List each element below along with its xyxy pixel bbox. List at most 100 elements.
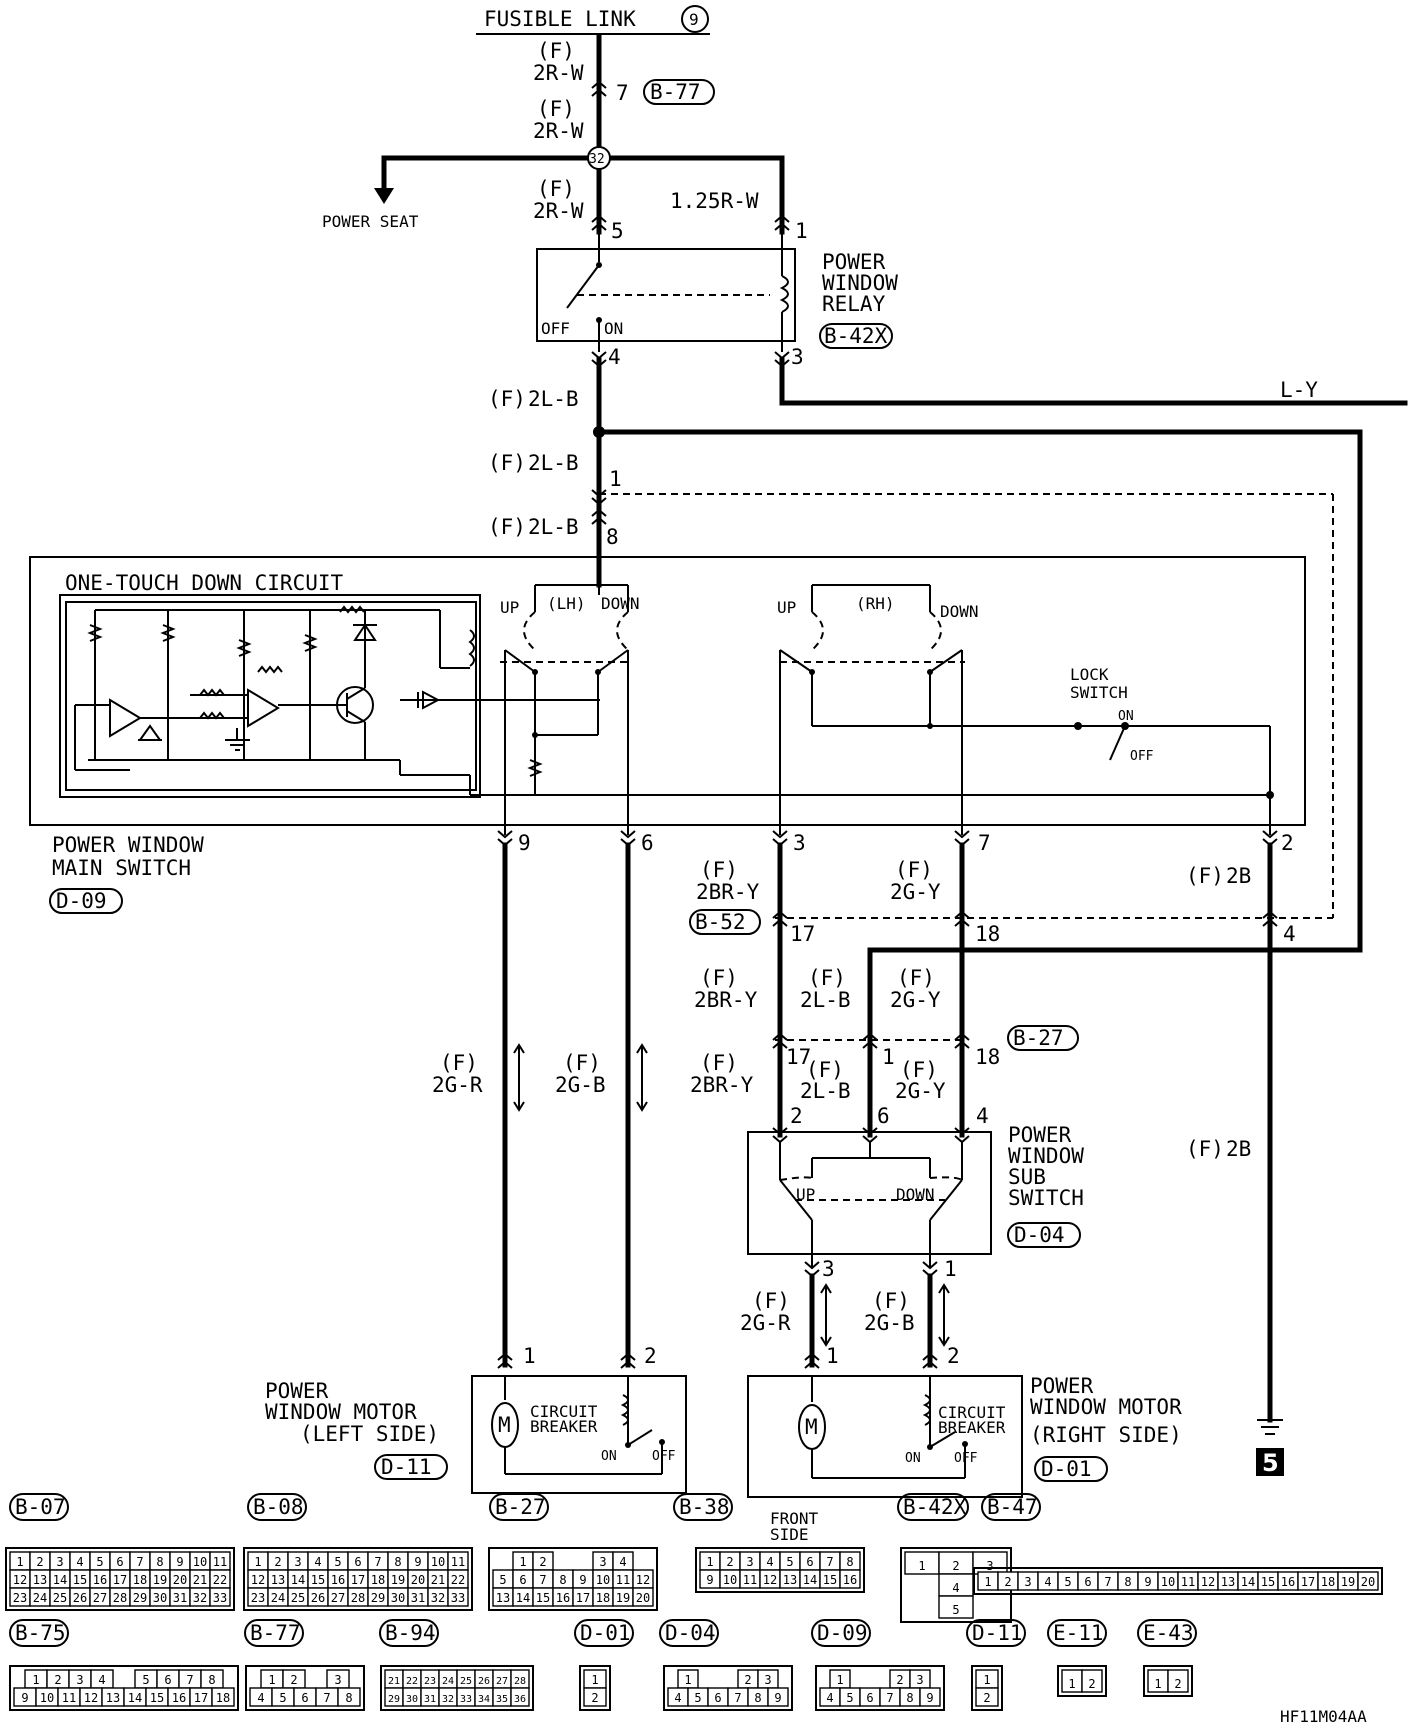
pin-cell: 5 <box>142 1673 149 1687</box>
pin-9: 9 <box>518 831 531 855</box>
svg-text:(F): (F) <box>488 451 526 475</box>
wire-1-25r-w: 1.25R-W <box>670 189 759 213</box>
pin-cell: 10 <box>431 1555 445 1569</box>
power-window-relay: OFF ON POWER WINDOW RELAY B-42X <box>536 232 898 352</box>
pin-1e: 1 <box>523 1344 536 1368</box>
pin-cell: 3 <box>56 1555 63 1569</box>
pin-1d: 1 <box>944 1257 957 1281</box>
svg-text:CIRCUIT: CIRCUIT <box>938 1403 1006 1422</box>
wire-2g-y-2: 2G-Y <box>890 988 941 1012</box>
pin-cell: 4 <box>766 1555 773 1569</box>
wire-2l-b-1: 2L-B <box>528 387 579 411</box>
pin-cell: 6 <box>116 1555 123 1569</box>
pin-cell: 18 <box>596 1591 610 1605</box>
pin-cell: 14 <box>1241 1575 1255 1589</box>
pin-cell: 5 <box>786 1555 793 1569</box>
svg-text:UP: UP <box>500 598 519 617</box>
fusible-link-label: FUSIBLE LINK <box>484 7 636 31</box>
wire-2b-1: 2B <box>1226 864 1251 888</box>
svg-text:MAIN SWITCH: MAIN SWITCH <box>52 856 191 880</box>
pin-cell: 15 <box>73 1573 87 1587</box>
pin-cell: 8 <box>345 1691 352 1705</box>
pin-cell: 16 <box>172 1691 186 1705</box>
pin-cell: 29 <box>371 1591 385 1605</box>
pin-cell: 7 <box>826 1555 833 1569</box>
pin-6: 6 <box>641 831 654 855</box>
pin-cell: 16 <box>331 1573 345 1587</box>
pin-17: 17 <box>790 922 815 946</box>
connector-label-d01: D-01 <box>580 1621 631 1645</box>
pin-cell: 19 <box>153 1573 167 1587</box>
ground-icon <box>1257 1419 1283 1435</box>
svg-text:OFF: OFF <box>1130 749 1154 764</box>
pin-cell: 10 <box>723 1573 737 1587</box>
pin-cell: 26 <box>73 1591 87 1605</box>
svg-text:(F): (F) <box>537 39 575 63</box>
pin-cell: 1 <box>706 1555 713 1569</box>
pin-cell: 14 <box>516 1591 530 1605</box>
pin-cell: 4 <box>619 1555 626 1569</box>
svg-text:DOWN: DOWN <box>940 602 979 621</box>
pin-cell: 1 <box>984 1575 991 1589</box>
pin-cell: 6 <box>354 1555 361 1569</box>
pin-cell: 1 <box>16 1555 23 1569</box>
pin-cell: 9 <box>774 1691 781 1705</box>
svg-text:WINDOW MOTOR: WINDOW MOTOR <box>265 1400 417 1424</box>
pin-cell: 22 <box>213 1573 227 1587</box>
pin-cell: 11 <box>451 1555 465 1569</box>
pin-cell: 28 <box>514 1676 526 1687</box>
wire-2br-y-2: 2BR-Y <box>694 988 758 1012</box>
pin-cell: 8 <box>559 1573 566 1587</box>
pin-cell: 16 <box>556 1591 570 1605</box>
pin-cell: 20 <box>173 1573 187 1587</box>
fusible-link: FUSIBLE LINK 9 <box>476 5 710 35</box>
pin-cell: 7 <box>1104 1575 1111 1589</box>
pin-cell: 12 <box>1201 1575 1215 1589</box>
pin-cell: 12 <box>13 1573 27 1587</box>
pin-cell: 2 <box>744 1673 751 1687</box>
pin-cell: 33 <box>451 1591 465 1605</box>
connector-label-b42x: B-42X <box>903 1495 967 1519</box>
power-seat-label: POWER SEAT <box>322 212 419 231</box>
pin-cell: 33 <box>460 1694 472 1705</box>
pin-cell: 24 <box>33 1591 47 1605</box>
pin-cell: 2 <box>274 1555 281 1569</box>
pin-cell: 4 <box>952 1581 959 1595</box>
svg-text:ON: ON <box>601 1449 617 1464</box>
pin-cell: 32 <box>431 1591 445 1605</box>
pin-cell: 17 <box>194 1691 208 1705</box>
svg-text:DOWN: DOWN <box>601 594 640 613</box>
pin-cell: 10 <box>596 1573 610 1587</box>
pin-cell: 5 <box>1064 1575 1071 1589</box>
pin-cell: 3 <box>334 1673 341 1687</box>
pin-cell: 21 <box>431 1573 445 1587</box>
pin-cell: 26 <box>478 1676 490 1687</box>
pin-cell: 27 <box>496 1676 508 1687</box>
pin-cell: 2 <box>591 1691 598 1705</box>
pin-cell: 9 <box>414 1555 421 1569</box>
pin-cell: 26 <box>311 1591 325 1605</box>
pin-cell: 20 <box>1361 1575 1375 1589</box>
pin-cell: 9 <box>579 1573 586 1587</box>
pin-cell: 4 <box>98 1673 105 1687</box>
svg-text:(F): (F) <box>563 1051 601 1075</box>
pin-cell: 6 <box>714 1691 721 1705</box>
pin-cell: 2 <box>539 1555 546 1569</box>
pin-cell: 4 <box>1044 1575 1051 1589</box>
connector-label-b75: B-75 <box>15 1621 66 1645</box>
svg-text:M: M <box>805 1415 818 1439</box>
pin-cell: 5 <box>334 1555 341 1569</box>
svg-text:DOWN: DOWN <box>896 1185 935 1204</box>
pin-cell: 8 <box>208 1673 215 1687</box>
wire-2g-y-1: 2G-Y <box>890 880 941 904</box>
pin-cell: 14 <box>128 1691 142 1705</box>
pin-cell: 7 <box>539 1573 546 1587</box>
pin-cell: 5 <box>279 1691 286 1705</box>
svg-text:(F): (F) <box>537 177 575 201</box>
connector-label-b07: B-07 <box>15 1495 66 1519</box>
pin-cell: 27 <box>93 1591 107 1605</box>
pin-cell: 5 <box>96 1555 103 1569</box>
